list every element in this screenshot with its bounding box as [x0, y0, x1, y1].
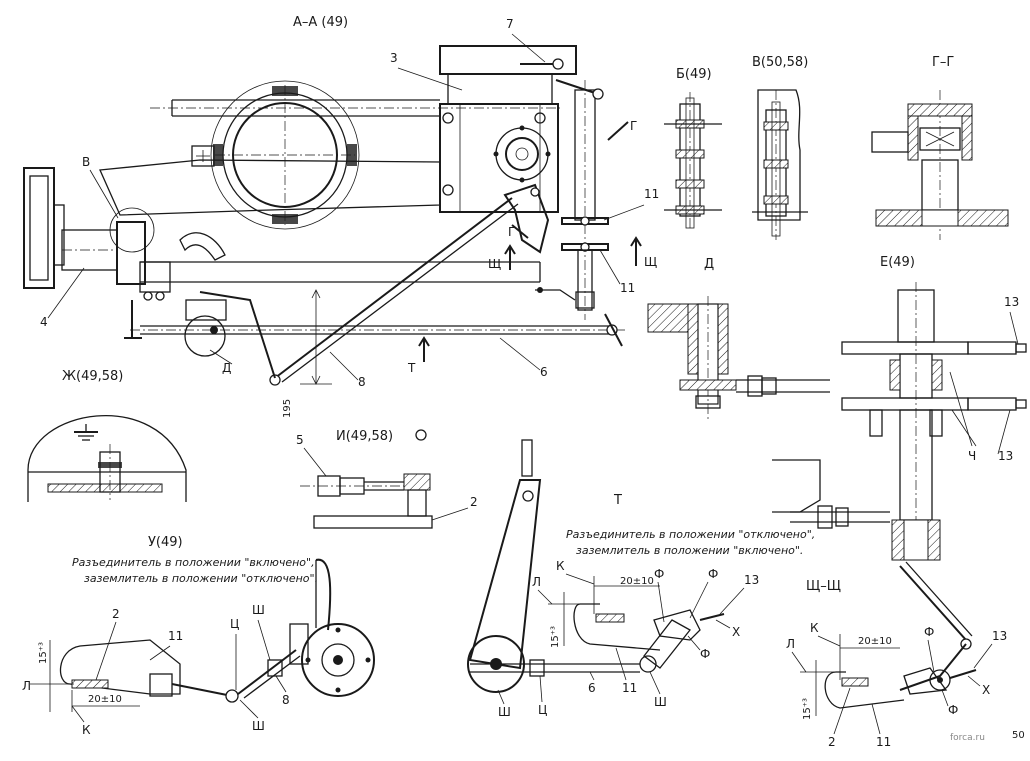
mark-v: В — [82, 155, 90, 169]
mark-k-t: К — [556, 559, 565, 573]
view-i-title: И(49,58) — [336, 429, 393, 444]
mark-f-shch2: Ф — [948, 703, 958, 717]
mark-g-bottom: Г — [508, 225, 515, 239]
pos-label-6-t: 6 — [588, 681, 596, 695]
site-watermark: forca.ru — [950, 733, 985, 743]
view-i-marker-icon — [415, 429, 427, 441]
mark-t: Т — [407, 361, 416, 375]
mark-shch-right: Щ — [644, 255, 657, 269]
view-shch: Щ–Щ 15⁺³ 20±10 Л К Ф 13 Х Ф 2 11 — [786, 561, 1007, 749]
crank-lever — [503, 183, 550, 254]
frame-upper — [99, 159, 441, 216]
dim-gap-t: 15⁺³ — [550, 626, 561, 648]
pos-label-13a: 13 — [1004, 295, 1019, 309]
mark-f-t2: Ф — [708, 567, 718, 581]
detail-d-circle — [184, 315, 226, 357]
view-e: Е(49) 13 13 Ч — [772, 255, 1027, 561]
view-aa-title: А–А (49) — [293, 15, 348, 30]
view-u-title: У(49) — [148, 535, 183, 550]
pos-label-8: 8 — [358, 375, 366, 389]
view-gg-title: Г–Г — [932, 55, 954, 70]
pos-label-4: 4 — [40, 315, 48, 329]
caption-u-line2: заземлитель в положении "отключено". — [84, 572, 318, 585]
pos-label-11a: 11 — [644, 187, 659, 201]
view-zh-title: Ж(49,58) — [62, 369, 123, 384]
insulator-section — [232, 102, 338, 208]
pos-label-5: 5 — [296, 433, 304, 447]
rod-8 — [274, 197, 513, 379]
drive-housing — [439, 103, 559, 213]
mark-l-u: Л — [22, 679, 31, 693]
pos-label-2-i: 2 — [470, 495, 478, 509]
dim-gap-shch: 15⁺³ — [802, 698, 813, 720]
view-shch-title: Щ–Щ — [806, 579, 841, 594]
view-u: У(49) Разъединитель в положении "включен… — [22, 535, 375, 737]
view-aa: А–А (49) — [23, 15, 659, 418]
view-t: Т Разъединитель в положении "отключено",… — [467, 439, 815, 719]
mark-l-shch: Л — [786, 637, 795, 651]
view-v: В(50,58) — [752, 55, 808, 240]
lever-shch — [899, 565, 967, 641]
dim-overlap-u: 20±10 — [88, 694, 122, 705]
dim-overlap-shch: 20±10 — [858, 636, 892, 647]
pos-label-3: 3 — [390, 51, 398, 65]
detail-v-circle — [109, 207, 155, 253]
view-v-title: В(50,58) — [752, 55, 808, 70]
caption-u-line1: Разъединитель в положении "включено", — [72, 556, 315, 569]
view-i: И(49,58) 5 2 — [296, 429, 478, 529]
mark-k-u: К — [82, 723, 91, 737]
pos-label-13b: 13 — [998, 449, 1013, 463]
mark-sh-u1: Ш — [252, 603, 265, 617]
mark-sh-t1: Ш — [498, 705, 511, 719]
mark-sh-t2: Ш — [654, 695, 667, 709]
mark-ch: Ч — [968, 449, 976, 463]
view-t-title: Т — [613, 493, 622, 508]
view-e-title: Е(49) — [880, 255, 915, 270]
mark-kh-shch: Х — [982, 683, 990, 697]
pos-label-11-shch: 11 — [876, 735, 891, 749]
pos-label-2-u: 2 — [112, 607, 120, 621]
view-zh: Ж(49,58) — [27, 369, 187, 502]
view-d: Д — [647, 257, 830, 420]
mark-l-t: Л — [532, 575, 541, 589]
pos-label-11-u: 11 — [168, 629, 183, 643]
pos-label-13-shch: 13 — [992, 629, 1007, 643]
mark-f-t1: Ф — [654, 567, 664, 581]
mark-ts-u: Ц — [230, 617, 239, 631]
dim-overlap-t: 20±10 — [620, 576, 654, 587]
crank-lever-t — [468, 479, 542, 670]
view-b-title: Б(49) — [676, 67, 712, 82]
view-b: Б(49) — [664, 67, 722, 230]
pos-label-11-t: 11 — [622, 681, 637, 695]
pos-label-7: 7 — [506, 17, 514, 31]
left-flange — [23, 167, 55, 289]
mark-f-t3: Ф — [700, 647, 710, 661]
pos-label-13-t: 13 — [744, 573, 759, 587]
caption-t-line2: заземлитель в положении "включено". — [576, 544, 803, 557]
page-number: 50 — [1012, 730, 1025, 741]
mark-kh-t: Х — [732, 625, 740, 639]
drive-wheel-u — [301, 623, 375, 697]
mark-shch-left: Щ — [488, 257, 501, 271]
pos-label-6: 6 — [540, 365, 548, 379]
mark-ts-t: Ц — [538, 703, 547, 717]
mark-sh-u2: Ш — [252, 719, 265, 733]
caption-t-line1: Разъединитель в положении "отключено", — [566, 528, 815, 541]
pos-label-11b: 11 — [620, 281, 635, 295]
mark-d: Д — [222, 361, 231, 375]
pos-label-8-u: 8 — [282, 693, 290, 707]
dim-195: 195 — [282, 399, 293, 418]
mark-g-top: Г — [630, 119, 637, 133]
dim-gap-u: 15⁺³ — [38, 642, 49, 664]
mark-f-shch1: Ф — [924, 625, 934, 639]
pos-label-2-shch: 2 — [828, 735, 836, 749]
view-d-title: Д — [704, 257, 714, 272]
mark-k-shch: К — [810, 621, 819, 635]
view-gg: Г–Г — [871, 55, 1009, 240]
coupling-block — [116, 221, 146, 285]
